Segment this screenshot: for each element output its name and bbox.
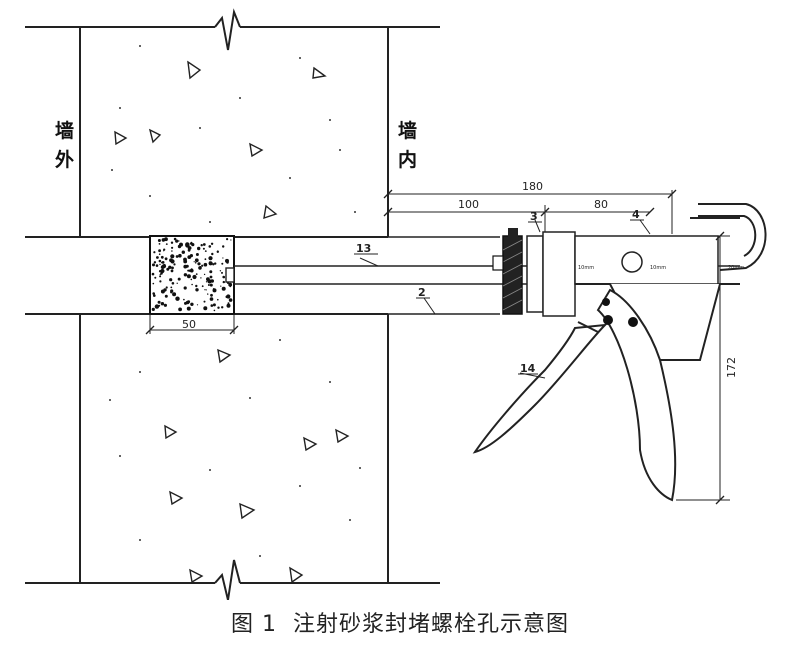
gun-nozzle	[526, 231, 719, 317]
dim-plug-50: 50	[182, 318, 196, 331]
upper-wall	[25, 8, 440, 238]
dim-left-100: 100	[458, 198, 479, 211]
dim-right-80: 80	[594, 198, 608, 211]
figure-number: 图 1	[230, 612, 277, 637]
concrete-aggregate	[114, 60, 350, 584]
part-number-14: 14	[520, 362, 536, 375]
rod-label-2: 10mm	[650, 265, 666, 271]
dim-total-180: 180	[522, 180, 543, 193]
part-number-3: 3	[530, 210, 538, 223]
gun-pivot-pins	[602, 298, 638, 327]
rod-label-3: 20mm	[728, 265, 744, 271]
rubber-stopper	[492, 228, 523, 315]
part-number-2: 2	[418, 286, 426, 299]
part-number-13: 13	[356, 242, 371, 255]
wall-outside-label-2: 外	[55, 148, 74, 171]
part-number-4: 4	[632, 208, 640, 221]
figure-title: 注射砂浆封堵螺栓孔示意图	[292, 612, 569, 637]
figure-caption: 图 1 注射砂浆封堵螺栓孔示意图	[0, 606, 800, 638]
rod-label-1: 10mm	[578, 265, 594, 271]
dim-height-172: 172	[725, 357, 738, 378]
wall-inside-label-1: 墙	[398, 119, 417, 142]
mortar-plug	[149, 235, 235, 315]
bolt-hole-plugging-diagram: 墙 外 墙 内	[25, 8, 767, 601]
dimension-lines	[149, 190, 730, 501]
injection-gun	[472, 203, 767, 502]
part-number-underlines	[354, 219, 644, 375]
wall-outside-label-1: 墙	[55, 119, 74, 142]
gear-icon	[621, 251, 643, 273]
wall-inside-label-2: 内	[398, 148, 417, 171]
concrete-dots	[109, 45, 361, 557]
dimension-ticks	[145, 189, 725, 505]
lower-wall	[25, 313, 440, 601]
